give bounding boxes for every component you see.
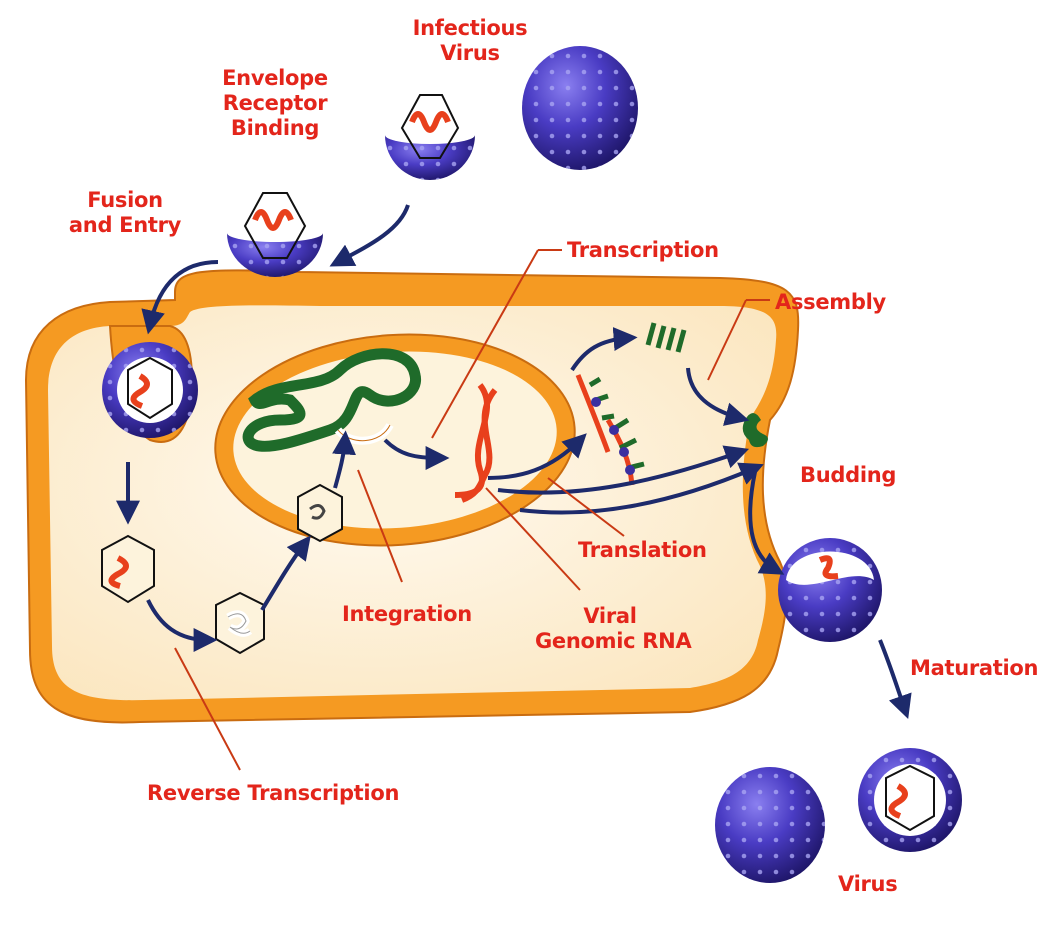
mature-virus-bottom-left	[715, 767, 825, 883]
label-infectious-virus: Infectious Virus	[400, 16, 540, 66]
capsid-reverse-transcription	[216, 593, 264, 653]
label-transcription: Transcription	[567, 238, 719, 263]
label-integration: Integration	[342, 602, 472, 627]
label-translation: Translation	[578, 538, 707, 563]
label-receptor-line: Receptor	[205, 91, 345, 116]
label-virus: Virus	[838, 872, 897, 897]
label-reverse-transcription: Reverse Transcription	[147, 781, 399, 806]
label-budding: Budding	[800, 463, 896, 488]
virion-entering-cell	[102, 342, 198, 438]
budding-virion	[778, 538, 882, 642]
label-entry-line: and Entry	[50, 213, 200, 238]
label-genomic-rna-line: Genomic RNA	[535, 629, 685, 654]
label-infectious-virus-line1: Infectious	[400, 16, 540, 41]
label-infectious-virus-line2: Virus	[400, 41, 540, 66]
label-viral-line: Viral	[535, 604, 685, 629]
label-envelope-line: Envelope	[205, 66, 345, 91]
label-fusion-and-entry: Fusion and Entry	[50, 188, 200, 238]
label-assembly: Assembly	[775, 290, 886, 315]
label-fusion-line: Fusion	[50, 188, 200, 213]
virion-receptor-binding	[385, 95, 475, 180]
maturing-virion	[858, 748, 962, 852]
virion-fusion	[227, 193, 323, 277]
label-envelope-receptor-binding: Envelope Receptor Binding	[205, 66, 345, 141]
label-binding-line: Binding	[205, 116, 345, 141]
capsid-preintegration	[298, 485, 342, 541]
label-maturation: Maturation	[910, 656, 1038, 681]
label-viral-genomic-rna: Viral Genomic RNA	[535, 604, 685, 654]
